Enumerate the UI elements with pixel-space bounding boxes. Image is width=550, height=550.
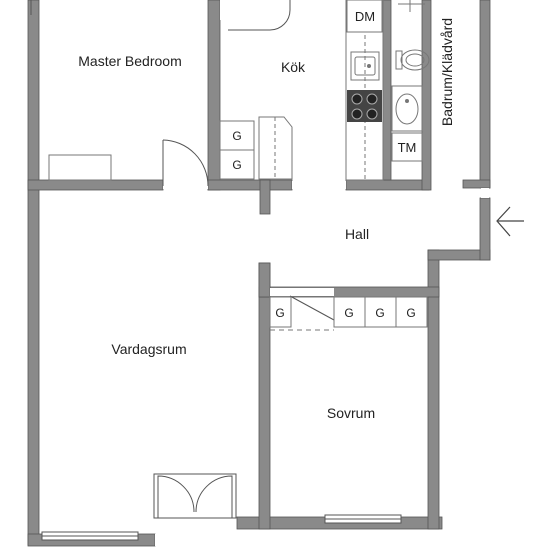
outer-wall-left bbox=[27, 0, 40, 546]
windows bbox=[30, 0, 402, 541]
wardrobe-label: G bbox=[344, 306, 353, 320]
kitchen-wall-bottom bbox=[207, 179, 293, 191]
door-bedroom bbox=[289, 295, 335, 321]
wardrobe-units bbox=[219, 116, 428, 331]
outer-wall-right-stub bbox=[462, 179, 491, 189]
wall-openings bbox=[155, 0, 489, 546]
dishwasher-label: DM bbox=[355, 9, 375, 24]
entrance-wall-upper bbox=[479, 197, 491, 261]
door-balcony-left bbox=[157, 475, 195, 518]
master-bedroom-wall-right bbox=[207, 0, 221, 191]
wardrobe-label: G bbox=[375, 306, 384, 320]
wardrobe-label: G bbox=[406, 306, 415, 320]
room-label-bathroom-laundry: Badrum/Klädvård bbox=[439, 18, 455, 126]
washbasin-icon bbox=[391, 85, 423, 132]
bath-wall-right bbox=[421, 0, 432, 191]
wardrobe-label: G bbox=[232, 129, 241, 143]
bedroom-wall-left bbox=[258, 262, 271, 530]
bath-wall-left bbox=[382, 0, 392, 181]
doors bbox=[153, 0, 335, 519]
bathroom-fixtures bbox=[391, 0, 430, 162]
room-label-bedroom: Sovrum bbox=[327, 405, 375, 421]
outer-wall-right-upper bbox=[479, 0, 491, 189]
entrance-arrow-icon bbox=[496, 206, 524, 237]
bedroom-wall-top-stub bbox=[258, 262, 271, 298]
room-label-master-bedroom: Master Bedroom bbox=[78, 53, 181, 69]
kitchen-bath-wall-bottom bbox=[345, 179, 430, 191]
kitchen-sink-icon bbox=[350, 51, 380, 81]
dryer bbox=[391, 132, 423, 162]
room-label-kitchen: Kök bbox=[281, 59, 306, 75]
toilet-icon bbox=[395, 49, 430, 71]
room-label-living-room: Vardagsrum bbox=[111, 341, 186, 357]
balcony-door-frame bbox=[153, 473, 237, 519]
dishwasher bbox=[346, 0, 383, 33]
master-bedroom-wall-bottom bbox=[27, 179, 164, 191]
master-bedroom-bench bbox=[48, 154, 112, 181]
wardrobe-label: G bbox=[275, 306, 284, 320]
wardrobe-label: G bbox=[232, 158, 241, 172]
door-balcony-right bbox=[195, 475, 233, 518]
walls bbox=[27, 0, 491, 547]
dryer-label: TM bbox=[398, 140, 417, 155]
hob-icon bbox=[347, 90, 382, 122]
door-kitchen-arc bbox=[228, 0, 291, 31]
kitchen-wall-stub bbox=[259, 179, 271, 215]
room-label-hall: Hall bbox=[345, 226, 369, 242]
